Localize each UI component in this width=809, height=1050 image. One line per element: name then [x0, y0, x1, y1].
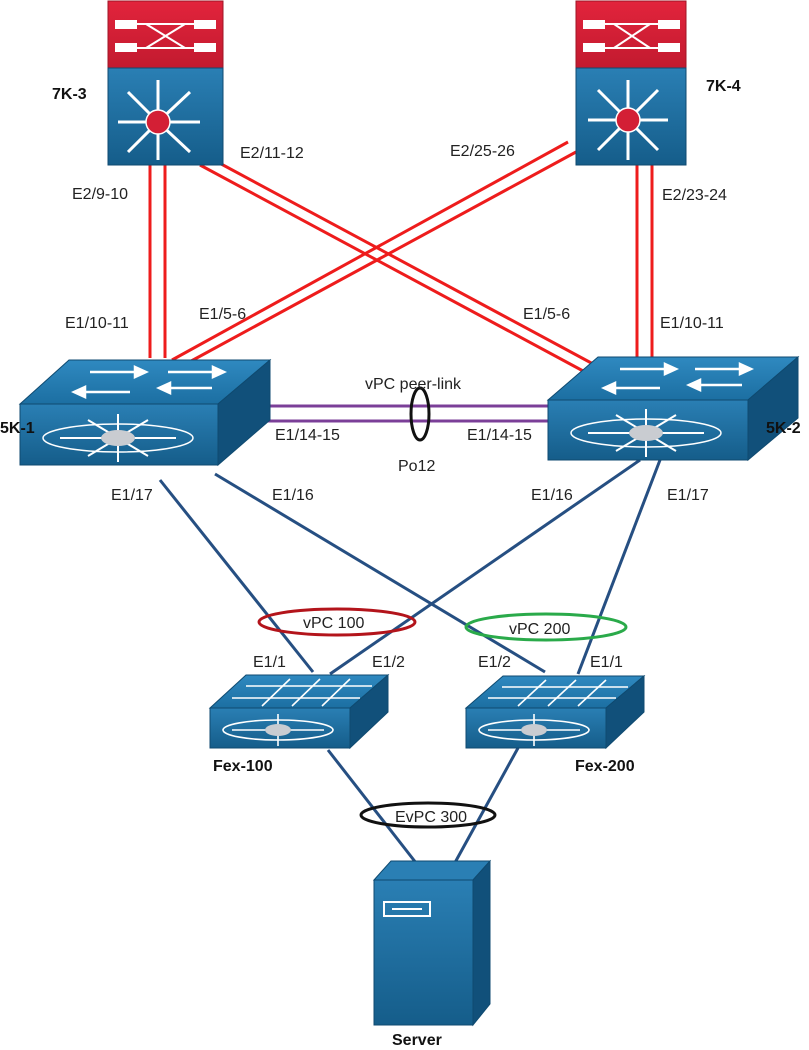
- node-name-5k1: 5K-1: [0, 420, 35, 437]
- drive-bay-icon: [383, 901, 431, 917]
- server[interactable]: [372, 859, 492, 1027]
- downlink-5k2-fex200[interactable]: [576, 459, 662, 675]
- peer-link-label: vPC peer-link: [365, 376, 462, 393]
- node-name-fex200: Fex-200: [575, 758, 635, 775]
- grid-icon: [232, 678, 372, 707]
- node-name-7k4: 7K-4: [706, 78, 741, 95]
- switch-arrows-icon: [70, 365, 228, 399]
- port-label: E1/1: [590, 654, 623, 671]
- port-label: E2/23-24: [662, 187, 727, 204]
- uplink-7k4-5k1-b[interactable]: [181, 150, 577, 368]
- port-label: E1/2: [372, 654, 405, 671]
- vpc200-label: vPC 200: [509, 621, 570, 638]
- uplinks: [148, 140, 654, 374]
- port-label: E2/25-26: [450, 143, 515, 160]
- fex-200[interactable]: [464, 674, 646, 750]
- vpc100-label: vPC 100: [303, 615, 364, 632]
- fex-100[interactable]: [208, 673, 390, 750]
- port-label: E1/14-15: [275, 427, 340, 444]
- port-label: E1/5-6: [523, 306, 570, 323]
- node-name-7k3: 7K-3: [52, 86, 87, 103]
- node-name-fex100: Fex-100: [213, 758, 273, 775]
- port-channel-label: Po12: [398, 458, 435, 475]
- port-label: E1/14-15: [467, 427, 532, 444]
- uplink-7k3-5k2-b[interactable]: [209, 156, 596, 367]
- node-name-server: Server: [392, 1032, 442, 1049]
- uplink-7k4-5k1-a[interactable]: [171, 140, 569, 362]
- port-label: E2/9-10: [72, 186, 128, 203]
- downlink-5k2-fex100[interactable]: [329, 458, 641, 676]
- crossbar-icon: [115, 20, 216, 52]
- uplink-7k3-5k2-a[interactable]: [199, 163, 586, 374]
- port-label: E1/1: [253, 654, 286, 671]
- downlink-5k1-fex100[interactable]: [158, 479, 315, 673]
- port-label: E1/17: [111, 487, 153, 504]
- crossbar-icon: [583, 20, 680, 52]
- nexus-5k1[interactable]: [18, 358, 272, 467]
- evpc300-ring[interactable]: [359, 801, 497, 829]
- downlink-5k1-fex200[interactable]: [214, 472, 546, 674]
- port-label: E1/10-11: [65, 315, 129, 332]
- port-channel-ring[interactable]: [409, 386, 431, 442]
- nexus-7k3[interactable]: [107, 0, 224, 166]
- vpc100-ring[interactable]: [257, 607, 417, 637]
- downlinks: [158, 458, 662, 869]
- evpc300-label: EvPC 300: [395, 809, 467, 826]
- port-label: E1/16: [272, 487, 314, 504]
- port-label: E1/10-11: [660, 315, 724, 332]
- port-label: E1/16: [531, 487, 573, 504]
- peer-link: [268, 386, 550, 442]
- nexus-5k2[interactable]: [546, 355, 800, 462]
- port-label: E1/5-6: [199, 306, 246, 323]
- grid-icon: [488, 679, 628, 707]
- node-name-5k2: 5K-2: [766, 420, 801, 437]
- port-label: E2/11-12: [240, 145, 304, 162]
- vpc200-ring[interactable]: [464, 612, 628, 642]
- port-label: E1/17: [667, 487, 709, 504]
- nexus-7k4[interactable]: [575, 0, 687, 166]
- port-label: E1/2: [478, 654, 511, 671]
- switch-arrows-icon: [600, 362, 755, 395]
